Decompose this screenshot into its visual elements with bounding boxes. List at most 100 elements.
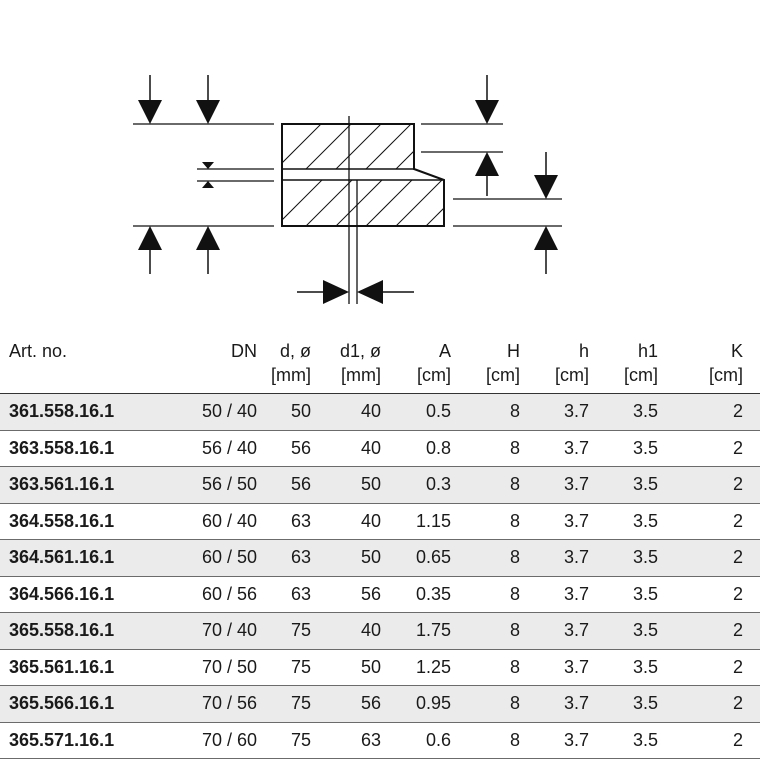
header-h-lower: h [cm] <box>537 333 606 394</box>
cell-art-no: 364.558.16.1 <box>0 503 170 540</box>
cell-h-upper: 8 <box>468 466 537 504</box>
cell-a: 0.5 <box>398 393 468 431</box>
cell-k: 2 <box>675 539 760 577</box>
arrow-down-wall <box>202 162 214 169</box>
cell-art-no: 361.558.16.1 <box>0 393 170 431</box>
cell-d: 75 <box>260 612 328 650</box>
arrow-down-d1-outer <box>196 100 220 124</box>
cell-h-lower: 3.7 <box>537 393 606 431</box>
cell-dn: 56 / 40 <box>170 430 260 467</box>
cell-h-lower: 3.7 <box>537 466 606 504</box>
cell-art-no: 365.558.16.1 <box>0 612 170 650</box>
cell-k: 2 <box>675 576 760 613</box>
cell-art-no: 365.571.16.1 <box>0 722 170 759</box>
cell-h1: 3.5 <box>606 503 675 540</box>
cell-d1: 40 <box>328 612 398 650</box>
header-h-upper-label: H <box>507 341 520 361</box>
cell-dn: 50 / 40 <box>170 393 260 431</box>
arrow-up-d-outer <box>138 226 162 250</box>
cell-art-no: 364.566.16.1 <box>0 576 170 613</box>
cell-k: 2 <box>675 649 760 686</box>
section-hatching-bottom <box>282 180 444 226</box>
header-a: A [cm] <box>398 333 468 394</box>
cell-a: 0.6 <box>398 722 468 759</box>
header-d: d, ø [mm] <box>260 333 328 394</box>
cell-k: 2 <box>675 722 760 759</box>
cell-h-lower: 3.7 <box>537 685 606 723</box>
header-k: K [cm] <box>675 333 760 394</box>
arrow-up-wall <box>202 181 214 188</box>
cell-dn: 70 / 40 <box>170 612 260 650</box>
cell-d1: 40 <box>328 393 398 431</box>
header-h-lower-label: h <box>578 341 589 361</box>
cell-d: 75 <box>260 685 328 723</box>
header-k-unit: [cm] <box>709 365 743 385</box>
cell-d: 56 <box>260 430 328 467</box>
cell-a: 1.75 <box>398 612 468 650</box>
header-art-no-label: Art. no. <box>9 341 68 361</box>
cell-h-upper: 8 <box>468 612 537 650</box>
header-d-unit: [mm] <box>271 365 311 385</box>
cell-d1: 56 <box>328 576 398 613</box>
arrow-up-h1-bottom <box>534 226 558 250</box>
cell-h1: 3.5 <box>606 393 675 431</box>
cell-a: 0.3 <box>398 466 468 504</box>
arrow-left-k <box>357 280 383 304</box>
cell-h-upper: 8 <box>468 685 537 723</box>
cell-k: 2 <box>675 466 760 504</box>
header-dn: DN <box>170 333 260 394</box>
cell-h-lower: 3.7 <box>537 430 606 467</box>
reducer-dimension-drawing <box>133 75 562 304</box>
cell-dn: 70 / 60 <box>170 722 260 759</box>
header-h1: h1[cm] <box>606 333 675 394</box>
cell-k: 2 <box>675 612 760 650</box>
arrow-down-h-top <box>475 100 499 124</box>
cell-h-upper: 8 <box>468 576 537 613</box>
header-d-label: d, ø <box>279 341 311 361</box>
header-a-label: A <box>438 341 451 361</box>
cell-h1: 3.5 <box>606 430 675 467</box>
cell-a: 0.65 <box>398 539 468 577</box>
header-d1: d1, ø[mm] <box>328 333 398 394</box>
cell-h-lower: 3.7 <box>537 576 606 613</box>
cell-d1: 50 <box>328 466 398 504</box>
cell-k: 2 <box>675 685 760 723</box>
header-d1-unit: [mm] <box>341 365 381 385</box>
cell-dn: 56 / 50 <box>170 466 260 504</box>
header-h-lower-unit: [cm] <box>555 365 589 385</box>
header-h1-unit: [cm] <box>624 365 658 385</box>
cell-dn: 70 / 50 <box>170 649 260 686</box>
cell-h-upper: 8 <box>468 503 537 540</box>
cell-h1: 3.5 <box>606 722 675 759</box>
header-a-unit: [cm] <box>417 365 451 385</box>
cell-art-no: 364.561.16.1 <box>0 539 170 577</box>
arrow-up-d1-outer <box>196 226 220 250</box>
cell-dn: 60 / 40 <box>170 503 260 540</box>
cell-art-no: 363.561.16.1 <box>0 466 170 504</box>
cell-h-lower: 3.7 <box>537 503 606 540</box>
cell-h-upper: 8 <box>468 539 537 577</box>
cell-d1: 63 <box>328 722 398 759</box>
cell-d: 63 <box>260 503 328 540</box>
cell-a: 0.35 <box>398 576 468 613</box>
cell-h-lower: 3.7 <box>537 649 606 686</box>
header-h-upper: H[cm] <box>468 333 537 394</box>
cell-h1: 3.5 <box>606 466 675 504</box>
cell-d1: 50 <box>328 539 398 577</box>
cell-h-lower: 3.7 <box>537 539 606 577</box>
cell-h1: 3.5 <box>606 539 675 577</box>
cell-h1: 3.5 <box>606 612 675 650</box>
cell-d1: 40 <box>328 430 398 467</box>
header-k-label: K <box>730 341 743 361</box>
cell-k: 2 <box>675 393 760 431</box>
